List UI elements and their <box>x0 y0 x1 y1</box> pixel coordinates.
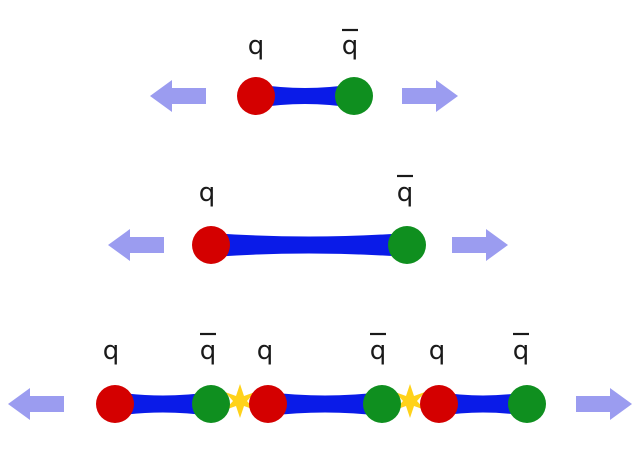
color-string <box>211 233 407 257</box>
antiquark <box>363 385 401 423</box>
antiquark <box>388 226 426 264</box>
quark <box>96 385 134 423</box>
right-arrow <box>576 388 632 420</box>
quark-label: q <box>199 178 216 208</box>
quark-label: q <box>429 336 446 366</box>
antiquark-label: q <box>397 178 414 208</box>
row-3: q q q q q q <box>8 332 632 423</box>
quark-label: q <box>103 336 120 366</box>
color-string <box>115 392 211 416</box>
row-1: q q <box>150 28 458 115</box>
antiquark <box>192 385 230 423</box>
right-arrow <box>402 80 458 112</box>
color-string <box>439 392 527 416</box>
antiquark-label: q <box>342 31 359 61</box>
spark-icon <box>395 384 425 418</box>
right-arrow <box>452 229 508 261</box>
spark-icon <box>225 384 255 418</box>
antiquark <box>335 77 373 115</box>
left-arrow <box>108 229 164 261</box>
antiquark-label: q <box>513 336 530 366</box>
quark-label: q <box>257 336 274 366</box>
color-string <box>256 84 354 108</box>
quark <box>237 77 275 115</box>
row-2: q q <box>108 174 508 264</box>
quark <box>249 385 287 423</box>
left-arrow <box>8 388 64 420</box>
color-string <box>268 392 382 416</box>
antiquark <box>508 385 546 423</box>
antiquark-label: q <box>200 336 217 366</box>
quark <box>192 226 230 264</box>
quark-label: q <box>248 31 265 61</box>
quark <box>420 385 458 423</box>
antiquark-label: q <box>370 336 387 366</box>
left-arrow <box>150 80 206 112</box>
